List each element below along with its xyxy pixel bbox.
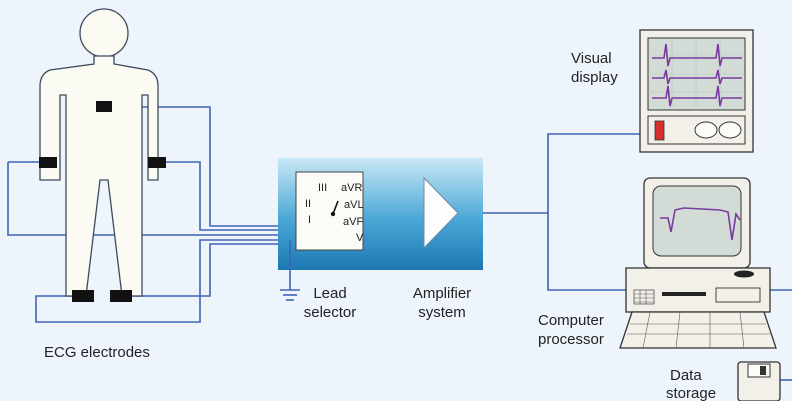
- label-data-storage-1: Data: [670, 367, 702, 384]
- electrode-left-leg: [72, 290, 94, 302]
- knob-icon-2: [718, 121, 742, 139]
- drive-bay-icon: [715, 287, 761, 303]
- wire-to-computer: [547, 213, 626, 291]
- lead-label-v: V: [356, 232, 364, 244]
- wire-to-display: [547, 133, 640, 213]
- computer-screen: [652, 185, 742, 257]
- lead-label-ii: II: [305, 198, 311, 210]
- knob-icon-1: [694, 121, 718, 139]
- label-visual-display-2: display: [571, 69, 618, 86]
- ground-icon: [280, 240, 300, 301]
- wire-left-leg: [35, 239, 305, 323]
- keyboard-keys: [627, 311, 770, 349]
- wire-right-arm: [156, 161, 305, 231]
- computer-mouse-icon: [734, 270, 754, 278]
- figure-body: [39, 55, 159, 297]
- label-visual-display-1: Visual: [571, 50, 612, 67]
- wire-left-arm-limb: [7, 162, 305, 236]
- lead-selector-panel: [295, 171, 364, 251]
- electrode-chest: [96, 101, 112, 112]
- label-computer-2: processor: [538, 331, 604, 348]
- computer-ecg-trace: [660, 207, 741, 241]
- floppy-disk-icon: [737, 361, 781, 401]
- label-ecg-electrodes: ECG electrodes: [44, 344, 150, 361]
- wire-right-leg: [128, 243, 305, 297]
- label-amplifier-1: Amplifier: [413, 285, 471, 302]
- lead-label-iii: III: [318, 182, 327, 194]
- human-figure: [39, 8, 159, 297]
- figure-head: [79, 8, 129, 58]
- label-lead-selector-1: Lead: [313, 285, 346, 302]
- label-amplifier-2: system: [418, 304, 466, 321]
- label-data-storage-2: storage: [666, 385, 716, 401]
- computer-keyboard: [619, 311, 777, 349]
- lead-label-avf: aVF: [343, 216, 363, 228]
- amplifier-triangle-icon: [423, 176, 459, 250]
- label-lead-selector-2: selector: [304, 304, 357, 321]
- electrodes: [39, 101, 166, 302]
- lead-label-i: I: [308, 214, 311, 226]
- amplifier-module: III II I aVR aVL aVF V: [278, 158, 483, 270]
- monitor-ecg-traces: [652, 43, 742, 107]
- selector-switch-icon: [330, 200, 339, 217]
- floppy-slot-icon: [662, 292, 706, 296]
- electrode-left-arm: [39, 157, 57, 168]
- wire-chest: [112, 106, 305, 227]
- power-indicator-icon: [654, 120, 665, 141]
- electrode-right-leg: [110, 290, 132, 302]
- electrode-right-arm: [148, 157, 166, 168]
- label-computer-1: Computer: [538, 312, 604, 329]
- computer-vent-icon: [633, 289, 655, 305]
- lead-label-avr: aVR: [341, 182, 362, 194]
- lead-label-avl: aVL: [344, 199, 364, 211]
- computer-processor: [619, 177, 777, 349]
- visual-display-monitor: [639, 29, 754, 153]
